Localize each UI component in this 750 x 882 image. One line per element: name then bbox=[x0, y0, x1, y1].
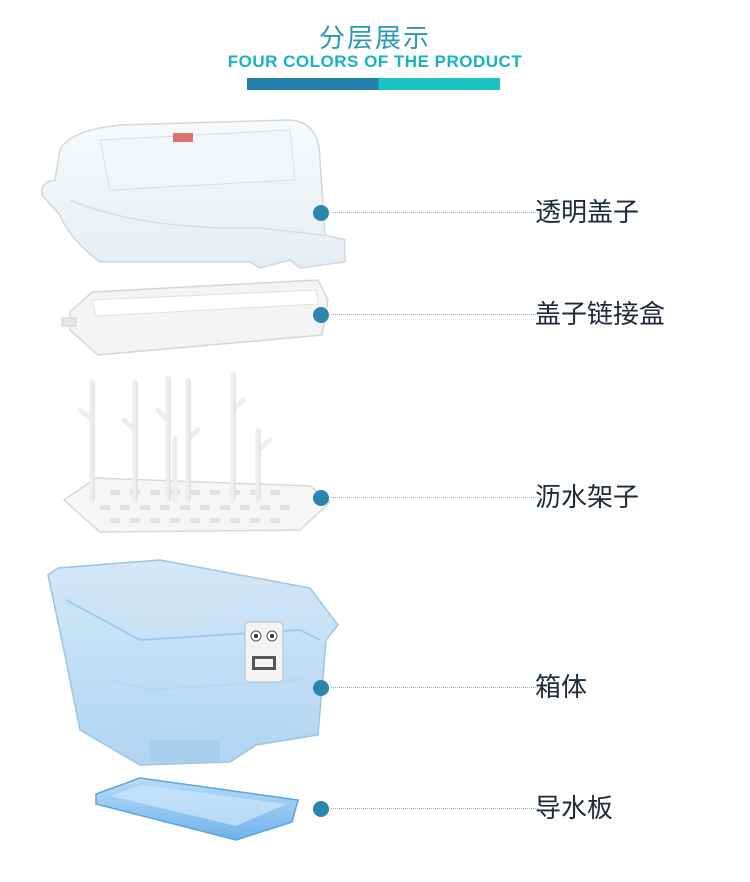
callout-dot bbox=[313, 490, 329, 506]
callout-transparent-lid: 透明盖子 bbox=[313, 193, 750, 233]
lid-link-box-image bbox=[61, 279, 329, 356]
callout-dotted-line bbox=[331, 808, 538, 809]
part-label: 透明盖子 bbox=[535, 198, 640, 228]
callout-dot bbox=[313, 307, 329, 323]
callout-water-guide-plate: 导水板 bbox=[313, 789, 750, 829]
part-label: 箱体 bbox=[535, 673, 588, 703]
section-header: 分层展示 FOUR COLORS OF THE PRODUCT bbox=[0, 0, 750, 100]
water-guide-plate-image bbox=[95, 777, 299, 841]
part-label: 盖子链接盒 bbox=[535, 300, 666, 330]
callout-dotted-line bbox=[331, 212, 538, 213]
part-label: 沥水架子 bbox=[535, 483, 640, 513]
callout-dotted-line bbox=[331, 497, 538, 498]
callout-draining-rack: 沥水架子 bbox=[313, 478, 750, 518]
callout-dotted-line bbox=[331, 687, 538, 688]
callout-dot bbox=[313, 801, 329, 817]
draining-rack-image bbox=[62, 371, 332, 533]
callout-lid-link-box: 盖子链接盒 bbox=[313, 295, 750, 335]
box-body-image bbox=[47, 559, 339, 766]
callout-dot bbox=[313, 205, 329, 221]
transparent-lid-image bbox=[41, 119, 346, 269]
callout-box-body: 箱体 bbox=[313, 668, 750, 708]
section-title: 分层展示 bbox=[318, 24, 431, 54]
part-label: 导水板 bbox=[535, 794, 614, 824]
callout-dot bbox=[313, 680, 329, 696]
title-underline-bar bbox=[247, 78, 500, 90]
section-subtitle: FOUR COLORS OF THE PRODUCT bbox=[227, 52, 523, 71]
callout-dotted-line bbox=[331, 314, 538, 315]
owl-latch bbox=[244, 621, 284, 683]
